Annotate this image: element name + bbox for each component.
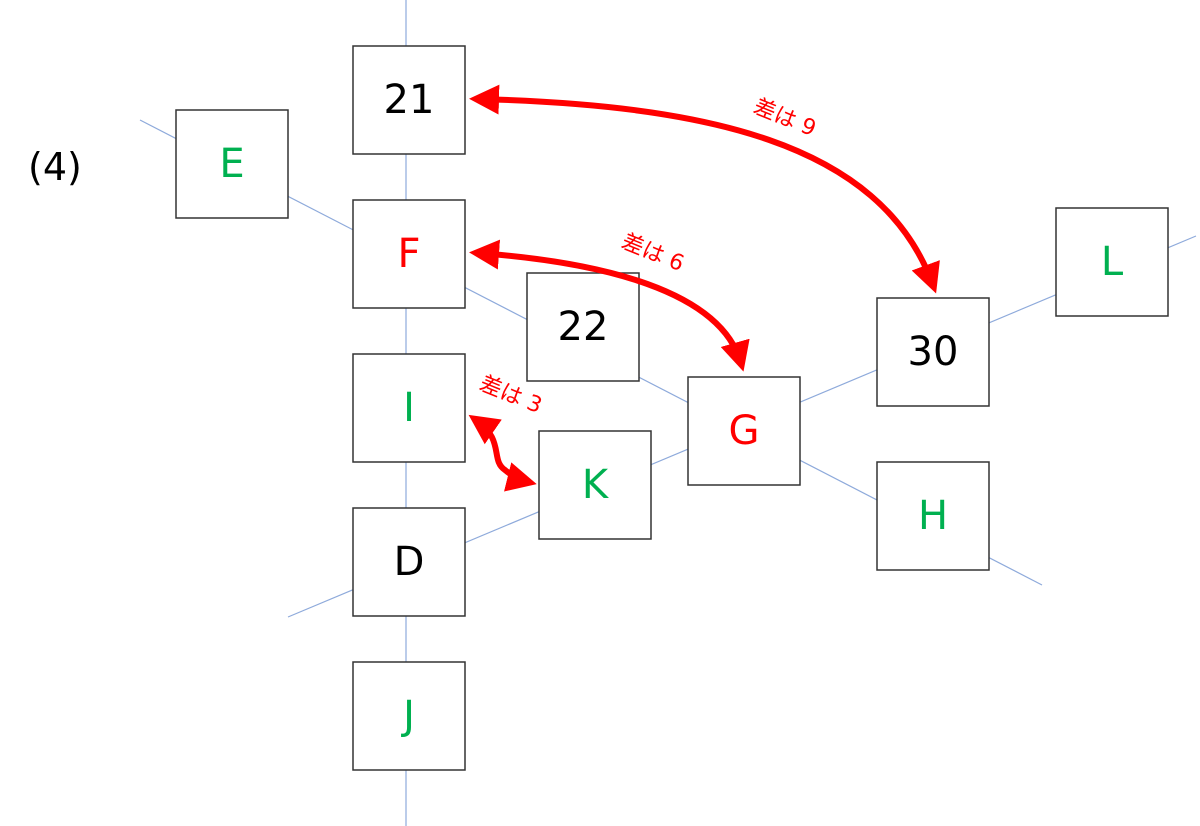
box-D: D (352, 507, 466, 617)
box-label: K (582, 462, 610, 508)
box-label: 30 (908, 329, 959, 375)
box-label: 21 (384, 77, 435, 123)
diff-label-6: 差は 6 (618, 229, 688, 277)
box-label: 22 (558, 304, 609, 350)
box-E: E (175, 109, 289, 219)
arrow-I-K (468, 414, 537, 492)
problem-label: (4) (28, 145, 82, 189)
box-G: G (687, 376, 801, 486)
box-K: K (538, 430, 652, 540)
box-label: G (729, 408, 760, 454)
box-F: F (352, 199, 466, 309)
box-22: 22 (526, 272, 640, 382)
box-H: H (876, 461, 990, 571)
box-L: L (1055, 207, 1169, 317)
box-J: J (352, 661, 466, 771)
box-label: I (403, 385, 415, 431)
arrow-F-G (469, 239, 750, 372)
box-I: I (352, 353, 466, 463)
box-21: 21 (352, 45, 466, 155)
box-label: L (1101, 239, 1124, 285)
box-label: D (394, 539, 425, 585)
arrow-21-30 (469, 84, 940, 294)
box-label: E (219, 141, 244, 187)
box-label: J (400, 693, 415, 739)
box-30: 30 (876, 297, 990, 407)
box-label: F (397, 231, 420, 277)
box-label: H (918, 493, 948, 539)
